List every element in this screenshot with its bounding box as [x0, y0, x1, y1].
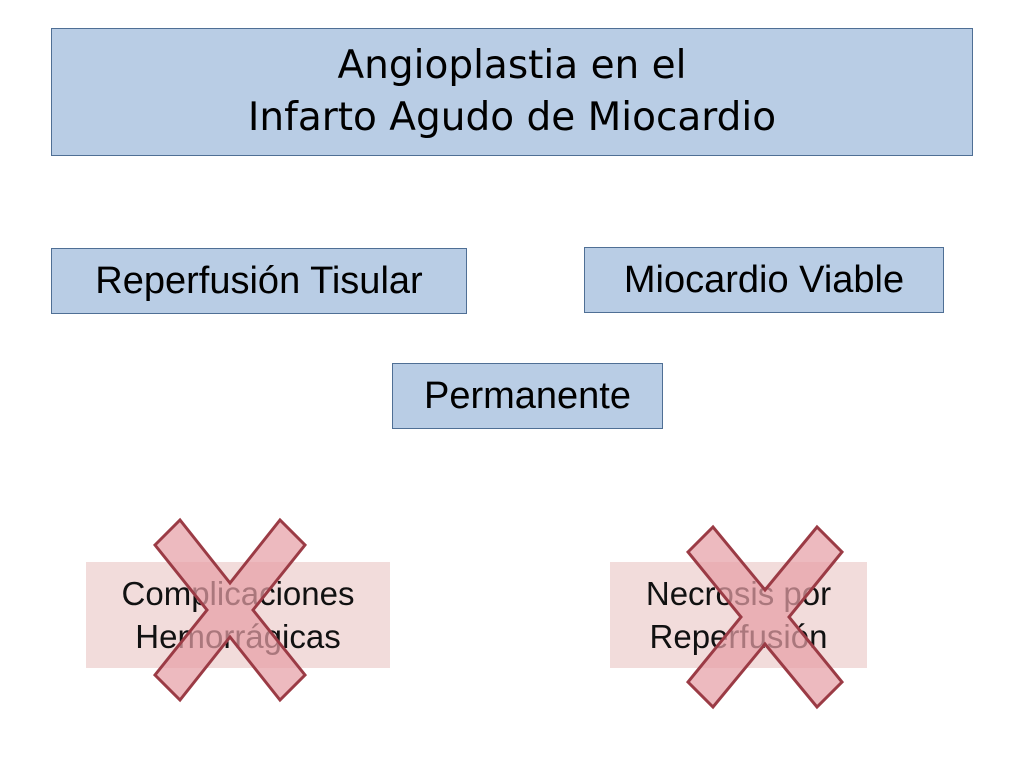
node-label: Miocardio Viable [623, 258, 905, 301]
slide-title: Angioplastia en el Infarto Agudo de Mioc… [51, 28, 973, 156]
node-label-line-2: Hemorrágicas [135, 618, 341, 655]
node-label-line-1: Complicaciones [121, 575, 355, 612]
node-label-line-1: Necrosis por [645, 575, 832, 612]
node-permanente: Permanente [392, 363, 663, 429]
title-line-1: Angioplastia en el [337, 43, 687, 88]
node-reperfusion-tisular: Reperfusión Tisular [51, 248, 467, 314]
node-complicaciones-hemorragicas: Complicaciones Hemorrágicas [86, 562, 390, 668]
title-line-2: Infarto Agudo de Miocardio [247, 95, 777, 140]
node-miocardio-viable: Miocardio Viable [584, 247, 944, 313]
node-necrosis-reperfusion: Necrosis por Reperfusión [610, 562, 867, 668]
node-label: Reperfusión Tisular [95, 259, 423, 302]
node-label: Permanente [423, 374, 631, 417]
node-label-line-2: Reperfusión [649, 618, 828, 655]
